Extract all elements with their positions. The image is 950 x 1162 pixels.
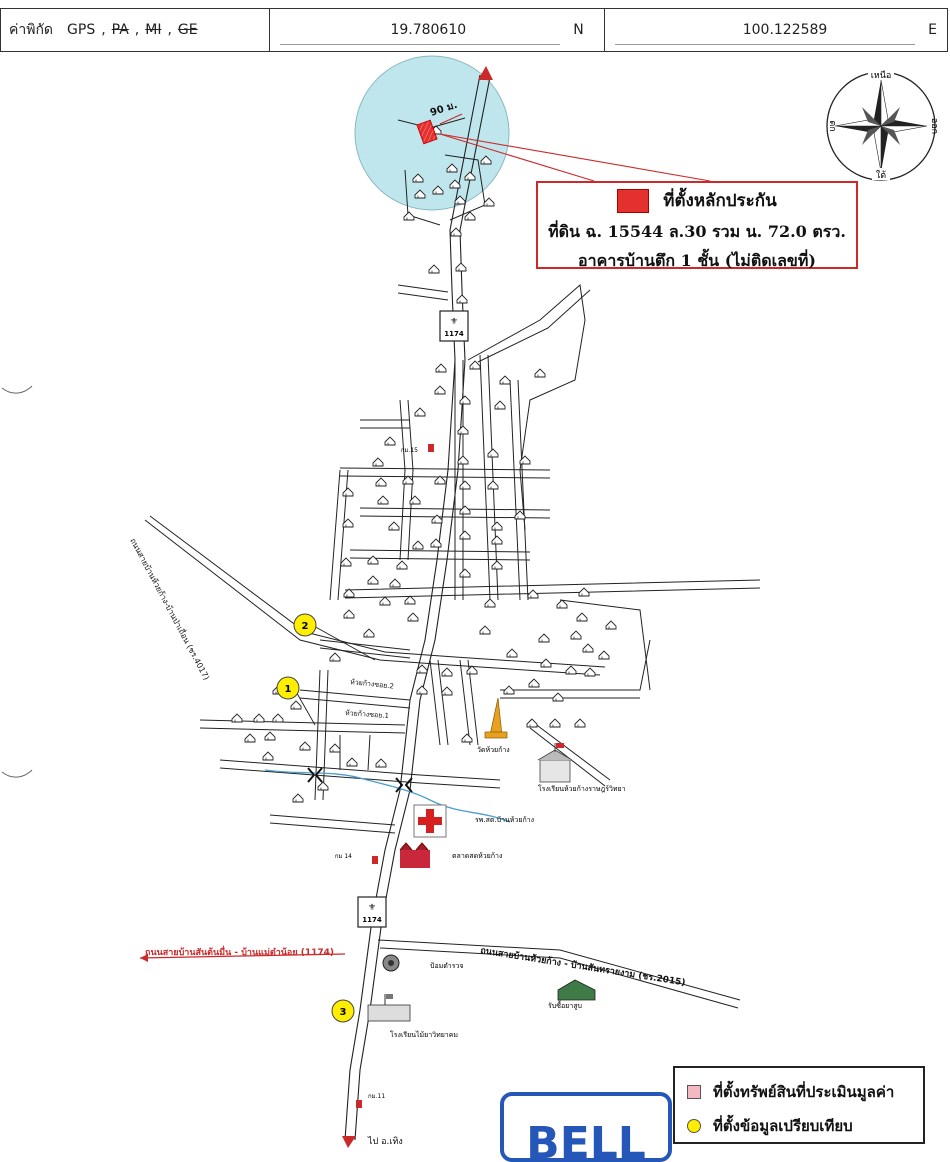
road-network	[144, 117, 761, 1009]
callout-leader	[439, 133, 711, 182]
legend-label: ที่ตั้งทรัพย์สินที่ประเมินมูลค่า	[713, 1083, 895, 1101]
compass-south-label: ใต้	[876, 170, 886, 181]
tobacco-label: รับซื้อยาสูบ	[548, 999, 582, 1010]
bell-stamp-logo: BELL	[500, 1092, 672, 1162]
north-arrow-head	[478, 66, 493, 80]
longitude-value: 100.122589	[742, 22, 828, 38]
market-icon	[399, 842, 430, 868]
gps-label: GPS	[67, 22, 96, 38]
school-icon	[537, 743, 573, 783]
coordinate-label: ค่าพิกัด	[9, 22, 54, 38]
callout-title-row: ที่ตั้งหลักประกัน	[538, 187, 856, 214]
underline	[280, 44, 561, 45]
ge-label: GE	[177, 22, 198, 38]
police-icon	[382, 954, 400, 972]
police-label: ป้อมตำรวจ	[430, 962, 464, 970]
collateral-callout: ที่ตั้งหลักประกัน ที่ดิน ฉ. 15544 ล.30 ร…	[536, 181, 858, 270]
to-thoeng-label: ไป อ.เทิง	[367, 1136, 403, 1147]
road-label-arrow-head	[140, 954, 148, 962]
pa-label: PA	[111, 22, 129, 38]
stamp-text: BELL	[526, 1118, 646, 1162]
longitude-direction: E	[928, 22, 937, 38]
comparable-marker-3: 3	[331, 999, 355, 1023]
school-2-icon	[367, 994, 411, 1022]
collateral-parcel	[416, 119, 438, 145]
separator: ,	[101, 22, 106, 38]
school-2-label: โรงเรียนไม้ยาวิทยาคม	[390, 1030, 458, 1039]
latitude-value: 19.780610	[390, 22, 467, 38]
longitude-cell: 100.122589 E	[605, 9, 947, 51]
comparable-marker-2: 2	[293, 613, 376, 661]
legend-item-appraised: ที่ตั้งทรัพย์สินที่ประเมินมูลค่า	[687, 1080, 923, 1104]
km-label: กม.15	[401, 447, 418, 454]
river	[264, 769, 511, 823]
road-label-4017: ถนนสายบ้านห้วยก้าง-บ้านป่าเถื่อน (ชร.401…	[128, 536, 213, 682]
compass-west-label: ตก	[827, 120, 837, 131]
distance-arrow	[439, 113, 463, 125]
yellow-circle-icon	[687, 1119, 701, 1133]
separator: ,	[134, 22, 140, 38]
km-label: กม 14	[335, 853, 352, 860]
km-11-marker: กม.11	[356, 1093, 385, 1108]
tobacco-warehouse-icon	[557, 979, 596, 1001]
location-map: 90 ม. ⚜ 1174 ⚜ 1174 ถนนสายบ้านสันต้นมื่น…	[1, 55, 939, 1148]
hospital-label: รพ.สต.บ้านห้วยก้าง	[475, 816, 534, 824]
comparable-marker-1: 1	[276, 676, 316, 726]
latitude-cell: 19.780610 N	[270, 9, 605, 51]
callout-land-info: ที่ดิน ฉ. 15544 ล.30 รวม น. 72.0 ตรว.	[548, 222, 846, 241]
map-legend: ที่ตั้งทรัพย์สินที่ประเมินมูลค่า ที่ตั้ง…	[673, 1066, 925, 1144]
km-14-marker: กม 14	[335, 853, 378, 864]
market-label: ตลาดสดห้วยก้าง	[452, 852, 502, 860]
hospital-icon	[413, 804, 447, 838]
callout-building-info: อาคารบ้านตึก 1 ชั้น (ไม่ติดเลขที่)	[578, 251, 816, 270]
coordinate-label-cell: ค่าพิกัด GPS , PA , MI , GE	[1, 9, 271, 51]
collateral-swatch-icon	[617, 188, 650, 213]
marker-number: 2	[302, 621, 309, 632]
route-number: 1174	[362, 916, 382, 924]
alley-1-label: ห้วยก้างซอย.1	[345, 709, 389, 720]
svg-text:⚜: ⚜	[450, 317, 458, 327]
pink-square-icon	[687, 1085, 701, 1099]
compass-rose-icon: เหนือ ใต้ ออก ตก	[826, 68, 939, 181]
svg-text:⚜: ⚜	[368, 903, 376, 913]
callout-title: ที่ตั้งหลักประกัน	[663, 191, 777, 211]
school-label: โรงเรียนห้วยก้างราษฎร์วิทยา	[538, 784, 626, 793]
marker-number: 1	[285, 684, 292, 695]
mi-label: MI	[145, 22, 162, 38]
route-shield-south: ⚜ 1174	[357, 896, 387, 928]
km-15-marker: กม.15	[401, 444, 434, 454]
road-label-2015: ถนนสายบ้านห้วยก้าง - บ้านสันทรายงาม (ชร.…	[480, 945, 687, 988]
coordinate-header: ค่าพิกัด GPS , PA , MI , GE 19.780610 N …	[0, 8, 948, 52]
south-arrow-head	[342, 1136, 356, 1148]
temple-label: วัดห้วยก้าง	[477, 746, 510, 754]
road-label-arrow	[139, 953, 346, 959]
separator: ,	[167, 22, 172, 38]
km-label: กม.11	[368, 1093, 385, 1100]
compass-north-label: เหนือ	[871, 70, 892, 81]
route-number: 1174	[444, 330, 464, 338]
compass-east-label: ออก	[929, 118, 939, 134]
scan-mark	[1, 769, 33, 778]
route-shield-north: ⚜ 1174	[439, 310, 469, 342]
temple-icon	[484, 697, 508, 739]
latitude-direction: N	[573, 22, 584, 38]
bridge-icon	[307, 767, 413, 793]
scan-mark	[1, 385, 33, 394]
underline	[614, 44, 915, 45]
main-road-1174	[344, 74, 491, 1141]
alley-2-label: ห้วยก้างซอย.2	[350, 678, 395, 691]
legend-item-comparable: ที่ตั้งข้อมูลเปรียบเทียบ	[687, 1114, 923, 1138]
marker-number: 3	[340, 1007, 347, 1018]
road-label-main: ถนนสายบ้านสันต้นมื่น - บ้านแม่ต๋าน้อย (1…	[145, 945, 334, 958]
legend-label: ที่ตั้งข้อมูลเปรียบเทียบ	[713, 1117, 853, 1135]
